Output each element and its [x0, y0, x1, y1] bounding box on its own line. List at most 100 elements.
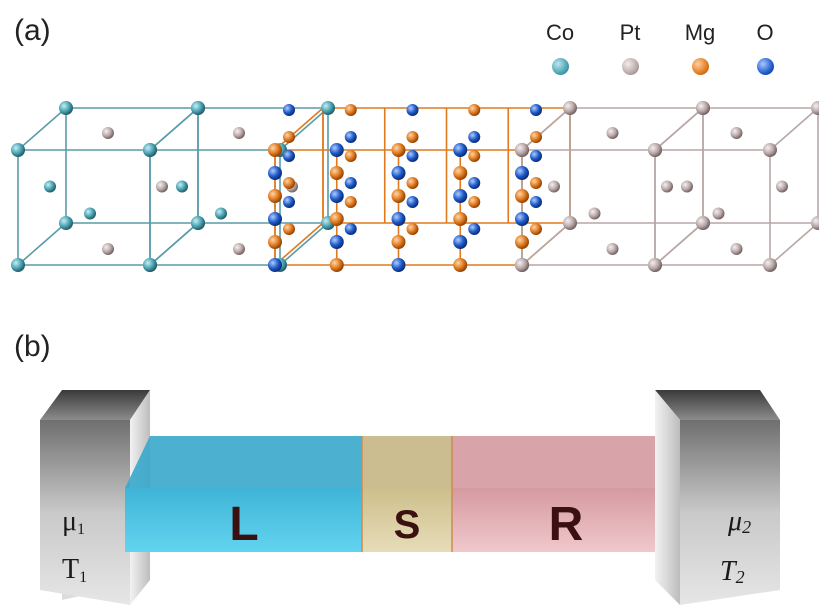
panel-label-a: (a)	[14, 14, 51, 47]
mg-atom	[406, 223, 419, 235]
pt-atom	[102, 243, 114, 255]
lead-left-top	[125, 436, 362, 488]
o-atom	[391, 212, 406, 226]
co-atom	[11, 143, 25, 157]
o-atom	[406, 150, 419, 162]
o-atom	[406, 104, 419, 116]
mg-atom	[344, 104, 357, 116]
mg-atom	[268, 235, 282, 249]
o-atom	[453, 189, 468, 203]
mg-atom	[468, 104, 481, 116]
mg-atom	[453, 166, 468, 180]
legend-item-co: Co	[530, 20, 590, 80]
lead-right-front	[452, 488, 680, 552]
mg-atom	[530, 223, 542, 235]
co-atom	[191, 101, 205, 115]
mg-atom	[283, 223, 295, 235]
pt-atom	[681, 180, 693, 193]
mg-atom	[268, 143, 282, 157]
pt-atom	[548, 180, 560, 193]
lead-left-front	[125, 488, 362, 552]
o-atom	[344, 223, 357, 235]
region-label-l: L	[229, 498, 258, 551]
o-atom	[453, 235, 468, 249]
pt-cell-bond	[654, 222, 704, 266]
mg-atom	[283, 131, 295, 143]
mg-atom	[344, 150, 357, 162]
pt-atom	[730, 127, 743, 139]
crystal-structure	[11, 101, 819, 272]
pt-atom	[515, 143, 529, 157]
legend-item-o: O	[735, 20, 795, 80]
mg-atom	[468, 196, 481, 208]
mgo-cell-bond	[274, 222, 324, 266]
o-atom	[406, 196, 419, 208]
mgo-cell-bond	[274, 107, 324, 151]
right-reservoir: μ2 T2	[655, 390, 780, 605]
mg-atom	[344, 196, 357, 208]
lead-right-top	[452, 436, 680, 488]
co-cell-bond	[279, 107, 329, 151]
co-atom	[215, 207, 227, 220]
co-cell-bond	[279, 222, 329, 266]
pt-atom	[515, 258, 529, 272]
pt-atom	[811, 216, 819, 230]
region-label-s: S	[394, 503, 421, 547]
right-reservoir-top	[655, 390, 780, 420]
pt-atom	[776, 180, 788, 193]
o-atom	[268, 166, 282, 180]
legend-item-mg: Mg	[670, 20, 730, 80]
right-reservoir-front	[680, 420, 780, 605]
mg-atom	[329, 212, 344, 226]
pt-cell-bond	[521, 107, 571, 151]
right-reservoir-mu: μ2	[727, 506, 751, 537]
o-atom	[391, 166, 406, 180]
left-reservoir-mu: μ1	[62, 506, 85, 538]
pt-cell-bond	[521, 222, 571, 266]
pt-atom	[563, 216, 577, 230]
pt-atom	[606, 127, 619, 139]
mg-atom	[406, 131, 419, 143]
o-atom	[329, 189, 344, 203]
o-atom	[515, 212, 529, 226]
co-atom	[84, 207, 96, 220]
atoms	[11, 101, 819, 272]
pt-atom	[648, 143, 662, 157]
o-atom	[283, 104, 295, 116]
o-atom	[515, 166, 529, 180]
co-atom	[11, 258, 25, 272]
bond-lines	[17, 107, 819, 266]
o-atom	[391, 258, 406, 272]
mg-atom	[268, 189, 282, 203]
co-atom	[143, 258, 157, 272]
co-atom	[143, 143, 157, 157]
o-atom	[283, 196, 295, 208]
legend-label-mg: Mg	[684, 20, 716, 45]
co-atom	[191, 216, 205, 230]
mg-atom	[453, 212, 468, 226]
o-atom	[283, 150, 295, 162]
pt-atom	[563, 101, 577, 115]
left-reservoir: μ1 T1	[40, 390, 150, 605]
pt-cell-bond	[769, 222, 819, 266]
o-atom	[329, 235, 344, 249]
o-atom	[344, 131, 357, 143]
mg-atom	[329, 166, 344, 180]
o-atom	[268, 212, 282, 226]
left-reservoir-temperature: T1	[62, 554, 87, 586]
pt-atom	[696, 216, 710, 230]
panel-label-b: (b)	[14, 330, 51, 363]
pt-atom	[233, 243, 245, 255]
co-atom	[321, 101, 335, 115]
o-atom	[268, 258, 282, 272]
pt-atom	[661, 180, 673, 193]
pt-atom	[763, 143, 777, 157]
pt-atom	[156, 180, 168, 193]
scatter-front	[362, 488, 452, 552]
co-atom	[44, 180, 56, 193]
legend-dot-pt	[621, 58, 639, 75]
mg-atom	[530, 177, 542, 189]
left-reservoir-back	[62, 390, 150, 600]
right-reservoir-side	[655, 390, 680, 605]
o-atom	[530, 150, 542, 162]
